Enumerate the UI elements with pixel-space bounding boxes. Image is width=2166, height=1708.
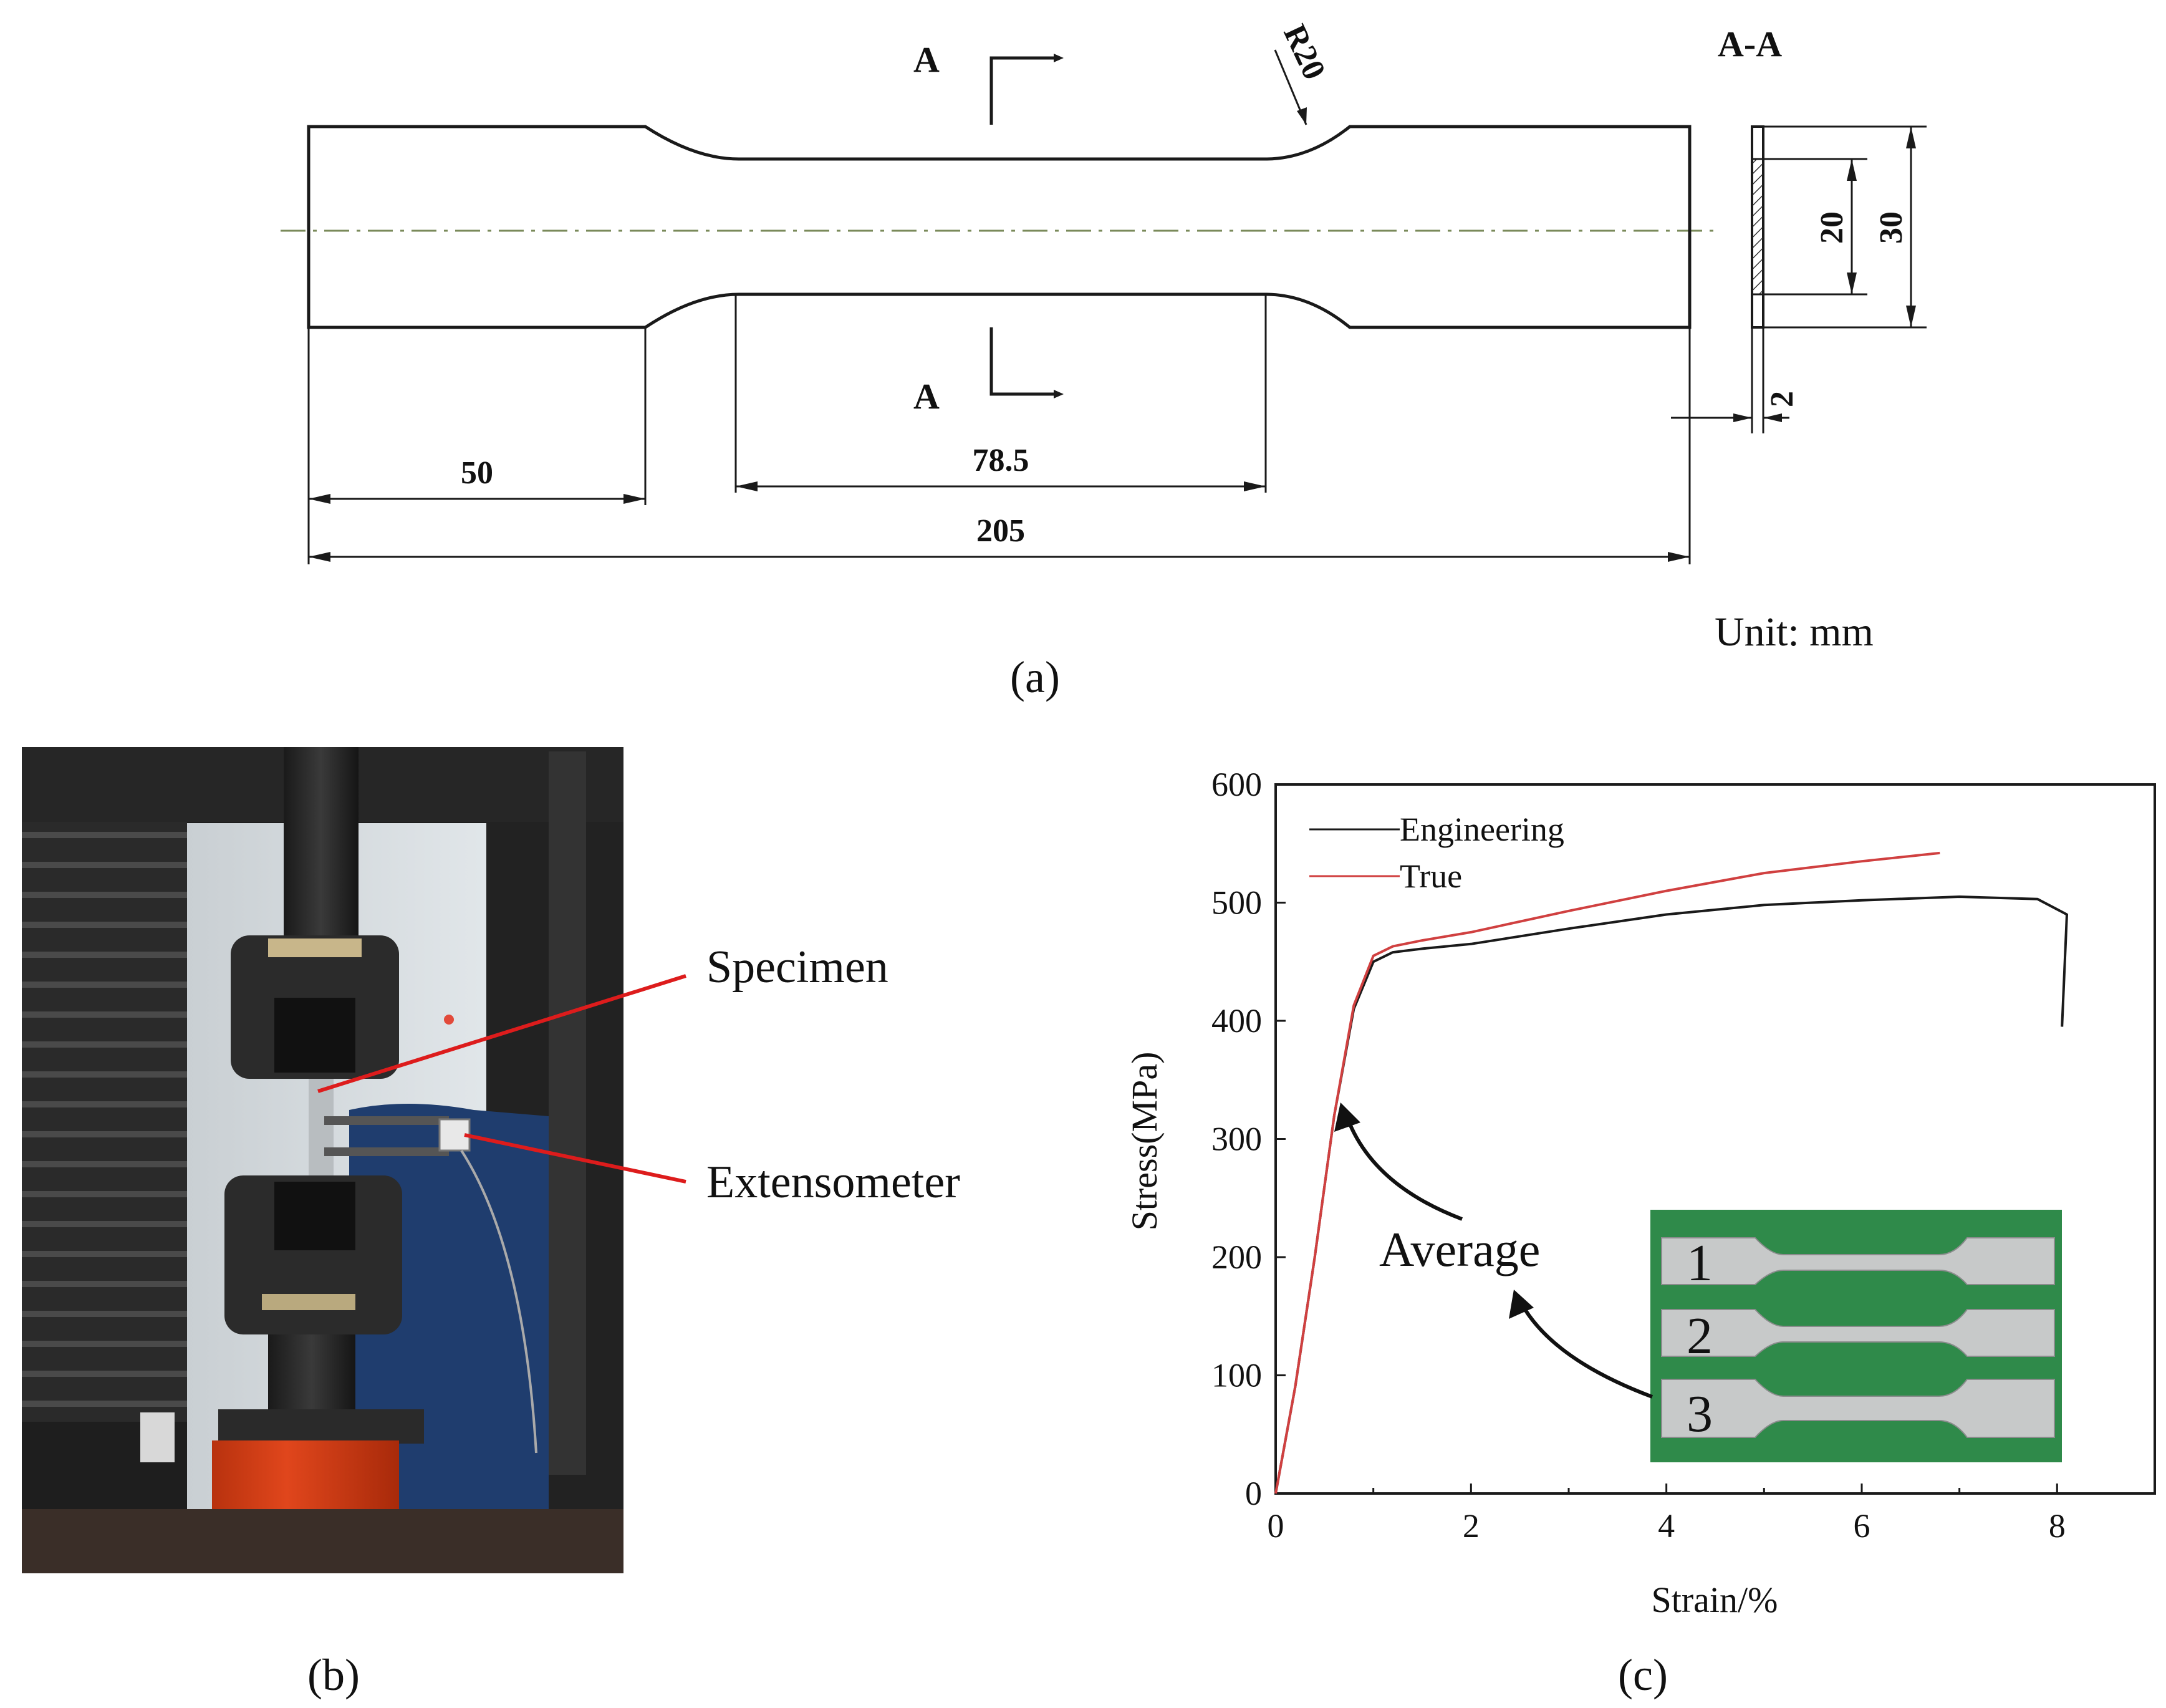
section-view-title: A-A <box>1718 24 1782 64</box>
caption-b: (b) <box>307 1650 360 1700</box>
chart-y-axis-label: Stress(MPa) <box>1124 1052 1165 1231</box>
photo-top-column <box>284 747 359 953</box>
dim-thickness: 2 <box>1764 391 1800 407</box>
dim-arrow <box>1906 127 1916 148</box>
callout-line-extensometer <box>464 1133 686 1184</box>
section-cut-top <box>989 56 1054 125</box>
y-tick-label: 500 <box>1211 884 1262 922</box>
dim-arrow <box>1847 159 1857 181</box>
annotation-average: Average <box>1379 1222 1540 1276</box>
legend-label-true: True <box>1400 857 1462 895</box>
label-specimen: Specimen <box>706 942 888 993</box>
dim-arrow <box>1244 481 1266 491</box>
photo-louver-panel <box>22 811 187 1422</box>
y-tick-label: 400 <box>1211 1002 1262 1040</box>
photo-extensometer-arm <box>324 1147 449 1156</box>
chart-ticks: 0 2 4 6 8 0 100 200 300 400 500 600 <box>1211 766 2066 1545</box>
unit-note: Unit: mm <box>1715 609 1874 655</box>
legend-label-engineering: Engineering <box>1400 811 1564 848</box>
dim-arrow <box>309 494 330 504</box>
photo-grip-label <box>268 938 362 957</box>
photo-specimen <box>309 1079 334 1179</box>
label-extensometer: Extensometer <box>706 1157 960 1208</box>
chart-x-axis-label: Strain/% <box>1652 1580 1778 1620</box>
dim-arrow <box>736 481 758 491</box>
dim-arrow <box>309 552 330 562</box>
specimen-outline <box>307 125 1692 329</box>
annotation-arrow-inset <box>1519 1302 1653 1399</box>
inset-specimen-1 <box>1661 1237 2055 1285</box>
photo-base-flange <box>218 1409 424 1444</box>
annotation-arrowhead <box>1509 1290 1534 1319</box>
y-tick-label: 200 <box>1211 1238 1262 1276</box>
dim-grip-width: 30 <box>1874 211 1909 244</box>
panel-a-drawing: A A R20 50 78.5 205 A-A <box>281 19 1927 702</box>
photo-extensometer-cable <box>460 1149 537 1454</box>
dim-arrow <box>1847 273 1857 294</box>
x-tick-label: 4 <box>1658 1507 1675 1545</box>
inset-label-3: 3 <box>1687 1385 1713 1443</box>
photo-grip-jaw <box>274 998 355 1073</box>
y-tick-label: 600 <box>1211 766 1262 803</box>
dim-arrow <box>1763 413 1782 422</box>
dim-gauge-length: 78.5 <box>973 443 1029 478</box>
chart-inset-specimens: 1 2 3 <box>1650 1210 2062 1462</box>
section-arrow-bottom <box>1054 390 1064 398</box>
x-tick-label: 2 <box>1463 1507 1480 1545</box>
annotation-arrow-up <box>1345 1115 1463 1221</box>
callout-line-specimen <box>317 974 686 1093</box>
dim-total-length: 205 <box>976 513 1025 549</box>
panel-b-photo: Specimen Extensometer (b) <box>22 747 960 1700</box>
photo-right-post <box>549 751 586 1475</box>
dim-grip-length: 50 <box>461 455 493 491</box>
dim-arrow <box>1906 306 1916 327</box>
photo-small-block <box>140 1412 175 1462</box>
section-label-top: A <box>913 39 940 80</box>
caption-a: (a) <box>1010 652 1060 702</box>
inset-label-2: 2 <box>1687 1307 1713 1365</box>
x-tick-label: 6 <box>1854 1507 1870 1545</box>
section-cut-bottom <box>989 327 1054 396</box>
y-tick-label: 0 <box>1245 1475 1262 1512</box>
inset-specimen-2 <box>1661 1309 2055 1357</box>
section-label-bottom: A <box>913 376 940 417</box>
chart-legend: Engineering True <box>1309 811 1564 895</box>
y-tick-label: 100 <box>1211 1357 1262 1394</box>
annotation-arrowhead <box>1334 1102 1360 1132</box>
series-line-true <box>1274 851 1940 1494</box>
dim-arrow <box>623 494 645 504</box>
photo-indicator-light <box>444 1015 454 1025</box>
photo-extensometer-arm <box>324 1116 449 1125</box>
x-tick-label: 0 <box>1268 1507 1284 1545</box>
section-view-hatch <box>1751 158 1764 296</box>
inset-label-1: 1 <box>1687 1234 1713 1292</box>
dim-arrow <box>1668 552 1690 562</box>
chart-series-group <box>1274 851 2068 1494</box>
caption-c: (c) <box>1618 1650 1668 1700</box>
panel-c-chart: 0 2 4 6 8 0 100 200 300 400 500 600 Strain/% Stress… <box>1124 766 2156 1700</box>
photo-grip-jaw <box>274 1182 355 1250</box>
inset-specimen-3 <box>1661 1379 2055 1438</box>
x-tick-label: 8 <box>2049 1507 2066 1545</box>
photo-table <box>22 1509 623 1573</box>
radius-leader-arrow <box>1297 107 1307 125</box>
dim-gauge-width: 20 <box>1814 211 1850 244</box>
y-tick-label: 300 <box>1211 1121 1262 1158</box>
dim-arrow <box>1733 413 1752 422</box>
section-arrow-top <box>1054 54 1064 62</box>
photo-grip-label <box>262 1294 355 1310</box>
